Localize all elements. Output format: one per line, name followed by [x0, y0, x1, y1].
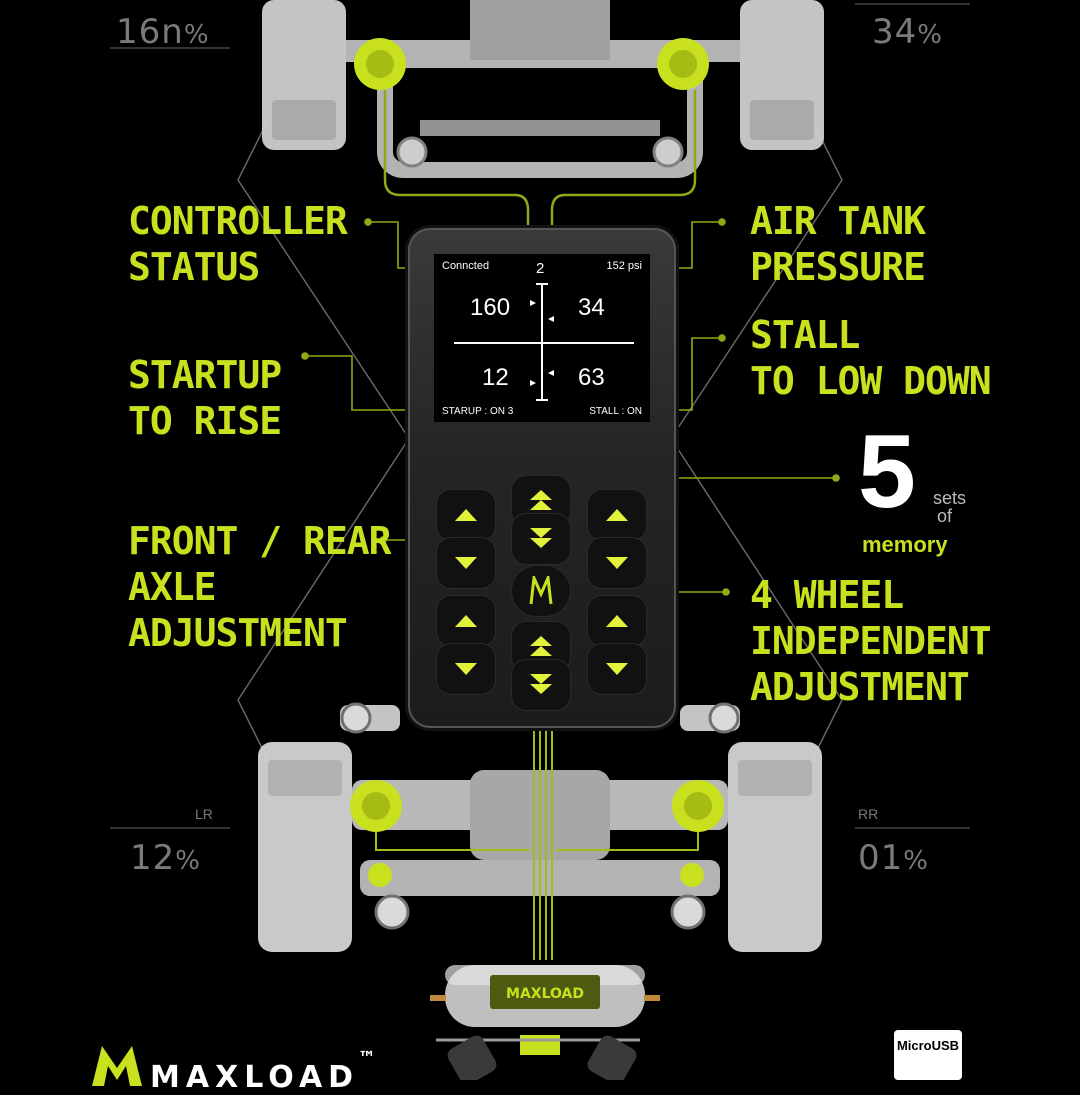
brand-m-icon — [92, 1046, 142, 1086]
double-up-arrow-icon — [530, 490, 552, 510]
front-air-bags — [354, 38, 709, 90]
double-up-arrow-icon — [530, 636, 552, 656]
memory-slot: 2 — [536, 260, 545, 277]
air-tank — [430, 965, 660, 1080]
four-wheel-callout: 4 WHEEL INDEPENDENT ADJUSTMENT — [750, 573, 992, 709]
rear-left-up-button[interactable] — [437, 596, 495, 646]
front-left-value: 16n — [116, 12, 184, 52]
rear-left-unit: % — [175, 846, 201, 876]
down-arrow-icon — [455, 663, 477, 675]
front-both-down-button[interactable] — [512, 514, 570, 564]
down-arrow-icon — [606, 557, 628, 569]
memory-number: 5 — [858, 414, 916, 530]
front-right-value: 34 — [872, 12, 918, 52]
front-right-readout: 34 — [578, 294, 605, 321]
rear-right-down-button[interactable] — [588, 644, 646, 694]
down-arrow-icon — [606, 663, 628, 675]
air-tank-pressure-callout: AIR TANK PRESSURE — [750, 199, 926, 289]
screen-crosshair — [454, 283, 634, 401]
rear-axle — [258, 702, 822, 952]
double-down-arrow-icon — [530, 528, 552, 548]
front-right-gauge: 34% — [872, 12, 943, 52]
startup-to-rise-callout: STARTUP TO RISE — [128, 353, 282, 443]
memory-sets: sets — [933, 488, 967, 508]
controller-screen: Conncted 2 152 psi 160 34 12 63 STARUP :… — [434, 254, 650, 422]
front-rear-axle-callout: FRONT / REAR AXLE ADJUSTMENT — [128, 519, 392, 655]
rear-right-up-button[interactable] — [588, 596, 646, 646]
rear-left-gauge: 12% — [130, 838, 201, 878]
double-down-arrow-icon — [530, 674, 552, 694]
down-arrow-icon — [455, 557, 477, 569]
controller-status-callout: CONTROLLER STATUS — [128, 199, 348, 289]
front-right-down-button[interactable] — [588, 538, 646, 588]
brand-name: MAXLOAD — [150, 1060, 360, 1095]
rear-right-readout: 63 — [578, 364, 605, 391]
rear-left-readout: 12 — [482, 364, 509, 391]
up-arrow-icon — [455, 509, 477, 521]
rear-left-label: LR — [195, 806, 213, 822]
rear-right-unit: % — [903, 846, 929, 876]
stall-to-low-down-callout: STALL TO LOW DOWN — [750, 313, 992, 403]
tank-pressure: 152 psi — [606, 260, 642, 272]
rear-left-value: 12 — [130, 838, 176, 878]
memory-button[interactable] — [512, 566, 570, 616]
front-axle — [262, 0, 824, 178]
m-logo-icon — [529, 576, 553, 605]
rear-right-value: 01 — [858, 838, 904, 878]
front-left-up-button[interactable] — [437, 490, 495, 540]
front-left-gauge: 16n% — [116, 12, 210, 52]
startup-setting: STARUP : ON 3 — [442, 406, 514, 417]
up-arrow-icon — [606, 615, 628, 627]
rear-left-down-button[interactable] — [437, 644, 495, 694]
stall-setting: STALL : ON — [589, 406, 642, 417]
rear-right-gauge: 01% — [858, 838, 929, 878]
rear-both-down-button[interactable] — [512, 660, 570, 710]
tank-label: MAXLOAD — [506, 986, 584, 1002]
brand-tm: ™ — [358, 1048, 376, 1069]
memory-of: of — [937, 506, 953, 526]
rear-air-bags — [350, 780, 724, 887]
front-left-down-button[interactable] — [437, 538, 495, 588]
up-arrow-icon — [606, 509, 628, 521]
front-right-up-button[interactable] — [588, 490, 646, 540]
memory-word: memory — [862, 532, 948, 557]
front-right-unit: % — [917, 20, 943, 50]
microusb-badge: MicroUSB — [894, 1030, 962, 1080]
front-left-unit: % — [183, 20, 210, 50]
up-arrow-icon — [455, 615, 477, 627]
front-left-readout: 160 — [470, 294, 511, 321]
rear-right-label: RR — [858, 806, 879, 822]
connection-status: Conncted — [442, 260, 490, 272]
